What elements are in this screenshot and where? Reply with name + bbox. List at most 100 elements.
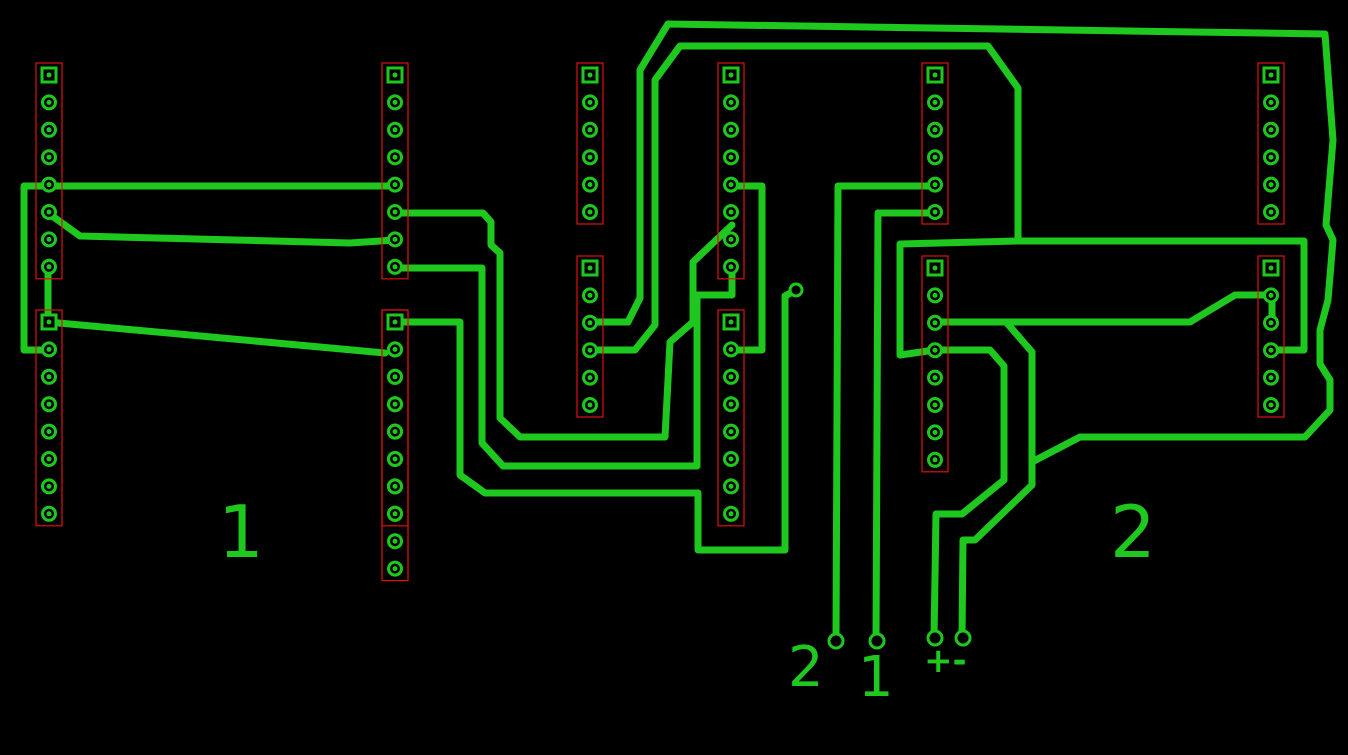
round-pad <box>582 121 598 138</box>
terminal-pad-2 <box>827 632 845 650</box>
round-pad <box>41 121 57 138</box>
round-pad <box>927 314 943 331</box>
square-pad <box>1262 259 1280 277</box>
square-pad <box>386 66 404 84</box>
header-f-outline <box>576 62 604 225</box>
header-e-outline <box>381 309 409 582</box>
round-pad <box>927 149 943 166</box>
round-pad <box>927 121 943 138</box>
round-pad <box>927 451 943 468</box>
round-pad <box>723 121 739 138</box>
round-pad <box>723 451 739 467</box>
terminal-pad-1 <box>868 632 886 650</box>
round-pad <box>1263 204 1279 220</box>
round-pad <box>582 397 598 413</box>
header-h-outline <box>717 62 745 280</box>
round-pad <box>41 396 57 413</box>
pads <box>40 66 1280 577</box>
round-pad <box>927 204 943 220</box>
round-pad <box>1263 121 1279 138</box>
trace <box>391 264 736 470</box>
terminal-pads <box>788 282 972 650</box>
round-pad <box>723 396 739 413</box>
round-pad <box>723 368 739 385</box>
trace <box>832 182 939 644</box>
round-pad <box>582 314 598 331</box>
trace <box>896 237 1022 359</box>
square-pad <box>581 259 599 277</box>
round-pad <box>582 287 598 304</box>
round-pad <box>723 94 739 111</box>
round-pad <box>387 204 403 220</box>
round-pad <box>1263 287 1279 304</box>
square-pad <box>722 66 740 84</box>
square-pad <box>40 313 58 331</box>
trace <box>44 264 389 357</box>
via-pad <box>788 282 804 298</box>
round-pad <box>927 287 943 304</box>
round-pad <box>927 176 943 193</box>
header-a-outline <box>35 62 63 280</box>
header-c-outline <box>35 309 63 527</box>
round-pad <box>387 451 403 467</box>
round-pad <box>1263 94 1279 111</box>
round-pad <box>582 204 598 220</box>
power-label: +- <box>924 641 967 681</box>
trace <box>931 318 1036 642</box>
trace <box>586 20 1337 466</box>
round-pad <box>723 505 739 522</box>
trace <box>391 286 800 554</box>
round-pad <box>927 94 943 111</box>
round-pad <box>927 369 943 386</box>
group-label-left: 1 <box>218 490 264 574</box>
round-pad <box>582 342 598 359</box>
header-m-outline <box>1257 255 1285 418</box>
header-g-outline <box>576 255 604 418</box>
round-pad <box>387 121 403 138</box>
terminal-label-1: 1 <box>858 645 894 710</box>
trace <box>391 209 736 441</box>
trace <box>872 209 939 644</box>
round-pad <box>41 258 57 275</box>
round-pad <box>927 424 943 441</box>
round-pad <box>41 149 57 166</box>
round-pad <box>582 176 598 193</box>
terminal-label-2: 2 <box>788 635 824 700</box>
header-l-outline <box>1257 62 1285 225</box>
round-pad <box>387 231 403 248</box>
round-pad <box>41 478 57 495</box>
square-pad <box>926 66 944 84</box>
square-pad <box>1262 66 1280 84</box>
round-pad <box>387 560 403 577</box>
round-pad <box>1263 176 1279 193</box>
round-pad <box>41 176 57 193</box>
round-pad <box>723 423 739 440</box>
round-pad <box>1263 149 1279 166</box>
component-outlines <box>35 62 1285 582</box>
round-pad <box>723 258 739 275</box>
round-pad <box>387 258 403 275</box>
trace <box>586 42 1022 354</box>
round-pad <box>582 369 598 386</box>
trace <box>930 346 1008 642</box>
trace <box>728 182 766 354</box>
header-b-outline <box>381 62 409 280</box>
round-pad <box>927 397 943 413</box>
round-pad <box>723 204 739 220</box>
group-label-right: 2 <box>1110 490 1156 574</box>
round-pad <box>723 341 739 358</box>
trace <box>1014 237 1308 354</box>
round-pad <box>387 423 403 440</box>
header-k-outline <box>921 255 949 473</box>
round-pad <box>1263 397 1279 413</box>
trace <box>931 291 1276 326</box>
square-pad <box>722 313 740 331</box>
round-pad <box>41 368 57 385</box>
round-pad <box>41 94 57 111</box>
round-pad <box>41 451 57 467</box>
round-pad <box>41 204 57 220</box>
terminal-pad-plus <box>926 629 944 647</box>
square-pad <box>386 313 404 331</box>
round-pad <box>1263 369 1279 386</box>
square-pad <box>926 259 944 277</box>
